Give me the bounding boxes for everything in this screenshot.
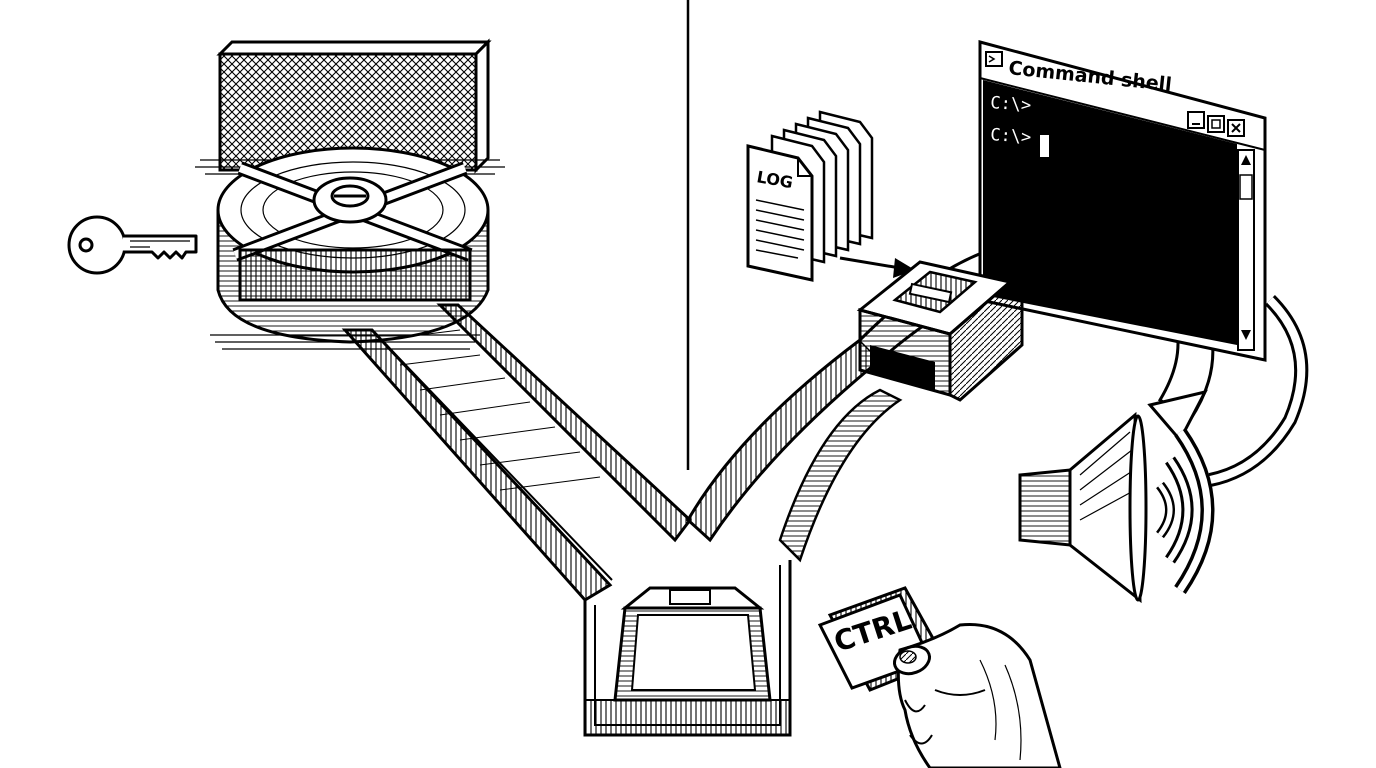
junction-button	[583, 560, 792, 737]
prompt-line-2: C:\>	[990, 125, 1032, 148]
window-controls	[1187, 111, 1245, 137]
return-arc	[1208, 295, 1309, 487]
maximize-icon	[1207, 115, 1225, 133]
cursor	[1040, 135, 1049, 157]
hand-icon	[893, 622, 1062, 768]
prompt-line-1: C:\>	[990, 93, 1032, 116]
log-files-icon: LOG	[746, 110, 915, 282]
key-icon	[67, 215, 198, 275]
switch-block-icon	[856, 260, 1024, 402]
minimize-icon	[1187, 111, 1205, 129]
sound-waves-icon	[1155, 427, 1215, 594]
terminal-window-icon: Command shell C:\> C:\>	[978, 40, 1267, 362]
speaker-icon	[1018, 411, 1148, 604]
vault-lock-icon	[210, 146, 490, 350]
